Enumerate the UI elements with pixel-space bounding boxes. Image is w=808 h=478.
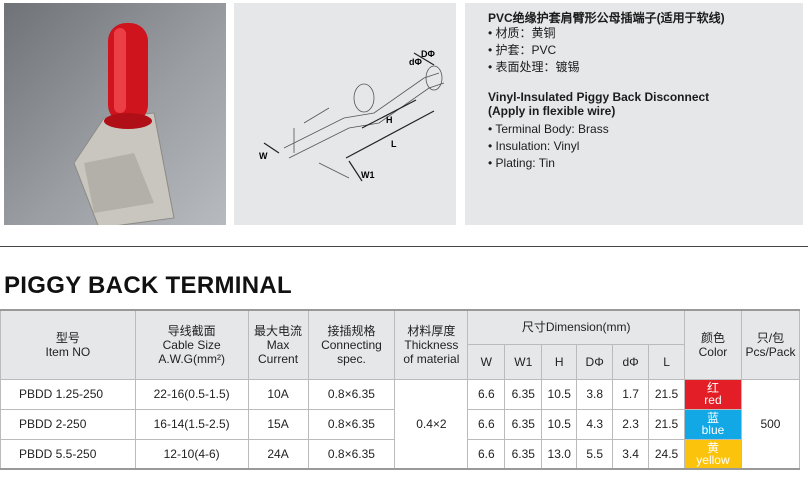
label-W: W [259,151,268,161]
cell-current: 15A [247,408,309,440]
cell-item: PBDD 5.5-250 [0,438,136,470]
cell-cable: 22-16(0.5-1.5) [134,378,249,410]
spec-subtitle-en: (Apply in flexible wire) [488,104,616,118]
cell-connecting: 0.8×6.35 [307,438,396,470]
cell-dim: 6.6 [467,408,506,440]
cell-dim: 6.6 [467,378,506,410]
cell-dim: 1.7 [612,378,650,410]
spec-item: 护套：PVC [488,42,803,59]
terminal-photo-illustration [73,23,175,229]
product-photo [4,3,226,229]
cell-dim: 13.0 [541,438,578,470]
cell-dim: 6.35 [504,438,543,470]
cell-dim: 2.3 [612,408,650,440]
spec-item: 表面处理：镀锡 [488,59,803,76]
color-cn: 红 [706,381,719,395]
label-D: DΦ [421,49,435,59]
header-dim: H [541,343,578,380]
cell-item: PBDD 1.25-250 [0,378,136,410]
label-L: L [391,139,397,149]
spec-item: 材质：黄铜 [488,25,803,42]
cell-cable: 16-14(1.5-2.5) [134,408,249,440]
color-cn: 黄 [706,440,719,455]
header-dim: DΦ [576,343,614,380]
label-H: H [386,115,393,125]
divider [0,246,808,247]
cell-connecting: 0.8×6.35 [307,378,396,410]
cell-dim: 21.5 [648,408,686,440]
header-dim: W [467,343,506,380]
color-en: red [704,393,722,407]
section-title: PIGGY BACK TERMINAL [4,272,292,299]
header-dim: W1 [504,343,543,380]
cell-dim: 21.5 [648,378,686,410]
header-dimension: 尺寸Dimension(mm) [467,309,686,345]
cell-current: 10A [247,378,309,410]
cell-connecting: 0.8×6.35 [307,408,396,440]
label-d: dΦ [409,57,422,67]
technical-diagram: H L W W1 DΦ dΦ [259,49,445,182]
cell-pack: 500 [740,378,801,470]
color-en: blue [701,423,725,437]
spec-item: Terminal Body: Brass [488,121,803,138]
header-dim: dΦ [612,343,650,380]
cell-dim: 5.5 [576,438,614,470]
spec-item: Insulation: Vinyl [488,138,803,155]
cell-dim: 6.35 [504,408,543,440]
spec-item: Plating: Tin [488,155,803,172]
cell-dim: 10.5 [541,408,578,440]
cell-thickness: 0.4×2 [394,378,469,470]
header-dim: L [648,343,686,380]
cell-current: 24A [247,438,309,470]
dimension-drawing: H L W W1 DΦ dΦ [234,3,456,225]
color-en: yellow [696,452,730,467]
color-cn: 蓝 [706,411,719,425]
cell-cable: 12-10(4-6) [134,438,249,470]
cell-dim: 4.3 [576,408,614,440]
cell-dim: 24.5 [648,438,686,470]
cell-dim: 10.5 [541,378,578,410]
cell-dim: 6.6 [467,438,506,470]
spec-title-en: Vinyl-Insulated Piggy Back Disconnect [488,90,710,104]
spec-title-cn: PVC绝缘护套肩臂形公母插端子(适用于软线) [488,11,725,25]
cell-item: PBDD 2-250 [0,408,136,440]
spec-panel: PVC绝缘护套肩臂形公母插端子(适用于软线) 材质：黄铜 护套：PVC 表面处理… [465,3,803,225]
label-W1: W1 [361,170,375,180]
cell-dim: 3.4 [612,438,650,470]
cell-dim: 3.8 [576,378,614,410]
cell-dim: 6.35 [504,378,543,410]
